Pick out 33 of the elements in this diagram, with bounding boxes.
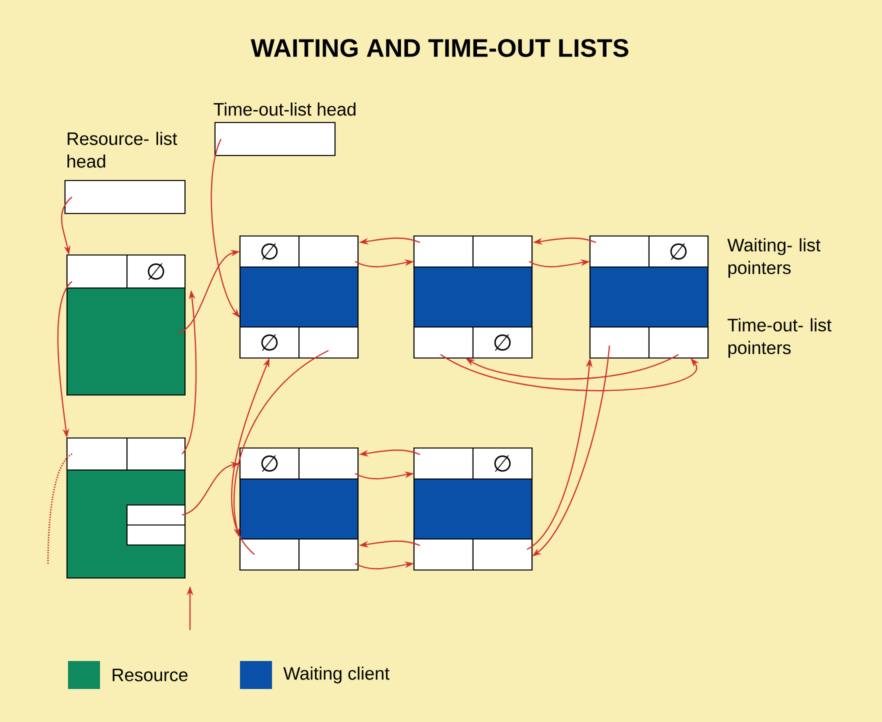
pointer-cell: [239, 538, 300, 571]
pointer-cell: [413, 326, 474, 359]
pointer-cell: ∅: [472, 326, 533, 359]
pointer-cell: [472, 538, 533, 571]
pointer-cell: [589, 235, 650, 268]
pointer-cell: [126, 524, 186, 546]
pointer-cell: [66, 437, 128, 471]
head-label: Resource- list head: [68, 132, 178, 168]
pointer-cell: [298, 538, 359, 571]
side-label: Waiting- list pointers: [727, 238, 820, 278]
pointer-cell: [413, 538, 474, 571]
head-label: Time-out-list head: [214, 102, 356, 116]
legend-label: Waiting client: [283, 666, 390, 684]
title: WAITING AND TIME-OUT LISTS: [250, 39, 628, 57]
pointer-cell: [298, 235, 359, 268]
legend-label: Resource: [112, 668, 188, 682]
pointer-cell: ∅: [239, 235, 300, 268]
side-label: Time-out- list pointers: [728, 318, 832, 358]
pointer-cell: [472, 235, 533, 268]
pointer-cell: [298, 326, 359, 359]
pointer-cell: [589, 326, 650, 359]
pointer-cell: ∅: [239, 326, 300, 359]
pointer-cell: [413, 447, 474, 480]
pointer-cell: [298, 447, 359, 480]
pointer-cell: [126, 437, 186, 471]
pointer-cell: [126, 504, 186, 526]
pointer-cell: [413, 235, 474, 268]
pointer-cell: [648, 326, 709, 359]
pointer-cell: ∅: [472, 447, 533, 480]
pointer-cell: [66, 254, 128, 289]
pointer-cell: ∅: [648, 235, 709, 268]
pointer-cell: ∅: [239, 447, 300, 480]
pointer-cell: ∅: [126, 254, 186, 289]
